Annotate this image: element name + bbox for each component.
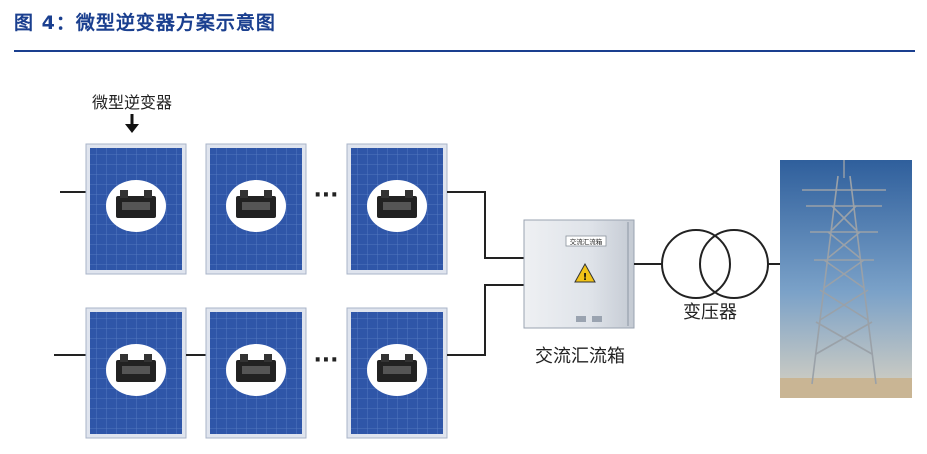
combiner-nameplate: 交流汇流箱 <box>570 237 603 246</box>
solar-panel <box>346 307 448 439</box>
top-string: ··· <box>60 143 524 275</box>
transformer-icon <box>634 229 780 299</box>
figure-title: 图 4：微型逆变器方案示意图 <box>14 12 276 34</box>
title-rule <box>14 50 915 52</box>
bottom-string: ··· <box>54 284 524 439</box>
solar-panel <box>205 143 307 275</box>
ac-combiner-box: 交流汇流箱 ! <box>523 219 635 329</box>
svg-text:!: ! <box>583 272 588 283</box>
transformer-label: 变压器 <box>683 302 737 323</box>
micro-inverter-label: 微型逆变器 <box>92 93 172 112</box>
transmission-tower-image <box>780 160 912 398</box>
continuation-dots: ··· <box>313 348 338 373</box>
down-arrow-icon <box>125 114 139 133</box>
continuation-dots: ··· <box>313 183 338 208</box>
combiner-box-label: 交流汇流箱 <box>535 346 625 367</box>
warning-icon: ! <box>574 262 596 283</box>
solar-panel <box>85 307 187 439</box>
solar-panel <box>346 143 448 275</box>
solar-panel <box>85 143 187 275</box>
solar-panel <box>205 307 307 439</box>
